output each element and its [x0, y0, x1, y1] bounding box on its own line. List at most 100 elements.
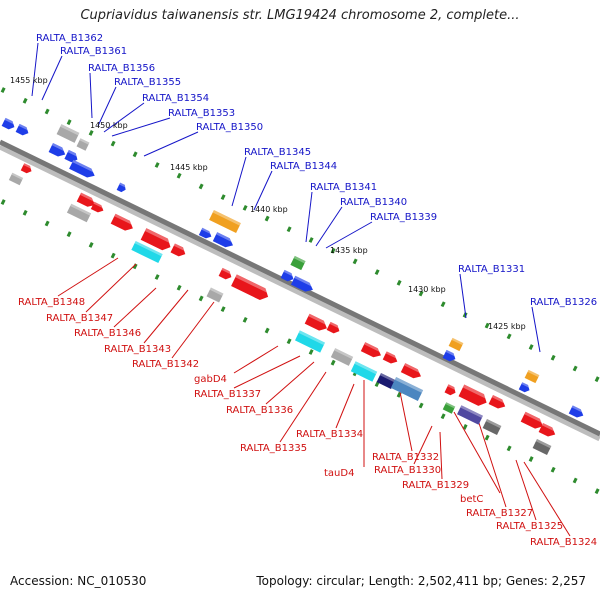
leader-line [41, 55, 63, 101]
scale-label: 1445 kbp [170, 163, 208, 172]
tick-dot [440, 413, 446, 420]
gene-feature [360, 342, 384, 358]
tick-dot [154, 274, 160, 280]
gene-highlight [445, 349, 458, 358]
tick-dot [330, 247, 336, 254]
tick-dot [528, 456, 534, 462]
gene-label: RALTA_B1356 [88, 63, 155, 74]
gene-feature [442, 402, 456, 414]
gene-box [532, 439, 552, 455]
gene-feature [8, 172, 24, 186]
gene-highlight [379, 373, 396, 383]
gene-box [350, 361, 378, 382]
tick-dot [418, 402, 424, 409]
gene-feature [280, 269, 296, 282]
gene-feature [295, 330, 325, 353]
tick-dot [0, 199, 6, 205]
scale-label: 1450 kbp [90, 121, 128, 130]
tick-dot [264, 327, 270, 334]
gene-highlight [79, 138, 90, 145]
gene-label: RALTA_B1346 [74, 328, 141, 339]
gene-arrow [140, 228, 171, 251]
gene-arrow [488, 395, 506, 409]
gene-arrow [400, 363, 421, 379]
gene-highlight [70, 203, 92, 216]
gene-highlight [51, 143, 68, 153]
tick-dot [220, 306, 226, 313]
gene-highlight [485, 419, 502, 429]
gene-feature [350, 361, 378, 382]
label-leader-lines [31, 42, 571, 537]
gene-highlight [283, 269, 296, 278]
tick-dot [88, 130, 94, 136]
gene-feature [290, 255, 306, 271]
tick-dot [220, 194, 226, 201]
gene-arrow [442, 349, 456, 362]
gene-arrow [304, 313, 327, 331]
gene-box [8, 172, 24, 186]
gene-highlight [134, 240, 163, 257]
tick-dot [44, 220, 50, 227]
gene-feature [64, 149, 80, 163]
gene-label: RALTA_B1341 [310, 182, 377, 193]
gene-label: RALTA_B1331 [458, 264, 525, 275]
leader-line [523, 461, 571, 537]
gene-box [56, 124, 80, 143]
gene-feature [400, 363, 424, 379]
gene-label: RALTA_B1342 [132, 359, 199, 370]
tick-dot [308, 237, 314, 243]
tick-dot [110, 252, 116, 259]
gene-box [448, 337, 464, 352]
leader-line [399, 391, 413, 452]
gene-highlight [491, 395, 508, 405]
gene-box [209, 209, 241, 234]
gene-highlight [521, 382, 532, 389]
gene-highlight [221, 267, 234, 276]
tick-dot [88, 242, 94, 248]
leader-line [143, 289, 189, 344]
gene-feature [538, 423, 558, 437]
gene-highlight [216, 232, 236, 244]
gene-feature [326, 321, 342, 334]
tick-dot [132, 151, 138, 158]
gene-highlight [294, 275, 316, 288]
scale-label: 1435 kbp [330, 246, 368, 255]
gene-label: tauD4 [324, 468, 354, 479]
genome-summary-text: Topology: circular; Length: 2,502,411 bp… [256, 574, 586, 588]
gene-feature [56, 124, 80, 143]
gene-feature [376, 373, 396, 389]
leader-line [111, 117, 171, 137]
gene-feature [448, 337, 464, 352]
gene-arrow [64, 149, 78, 163]
gene-feature [290, 275, 316, 292]
gene-arrow [280, 269, 294, 282]
gene-arrow [76, 192, 96, 207]
leader-line [97, 86, 117, 127]
gene-box [330, 348, 354, 366]
gene-arrow [48, 143, 66, 157]
tick-dot [462, 424, 468, 430]
leader-line [459, 273, 467, 319]
gene-feature [209, 209, 241, 234]
gene-box [206, 287, 224, 303]
gene-box [482, 419, 502, 435]
gene-arrow [382, 351, 398, 364]
gene-highlight [144, 228, 174, 245]
gene-highlight [354, 361, 378, 375]
leader-line [477, 419, 507, 508]
gene-arrow [520, 411, 543, 429]
tick-dot [286, 226, 292, 233]
genome-backbone-shadow [0, 142, 600, 442]
gene-highlight [571, 405, 586, 414]
gene-highlight [11, 172, 24, 180]
gene-box [131, 240, 163, 264]
gene-label: betC [460, 494, 483, 505]
gene-label: RALTA_B1355 [114, 77, 181, 88]
gene-label: RALTA_B1336 [226, 405, 293, 416]
leader-line [315, 206, 343, 247]
gene-highlight [404, 363, 424, 375]
tick-dot [594, 376, 600, 383]
gene-feature [488, 395, 508, 409]
gene-label: RALTA_B1339 [370, 212, 437, 223]
gene-feature [304, 313, 330, 331]
